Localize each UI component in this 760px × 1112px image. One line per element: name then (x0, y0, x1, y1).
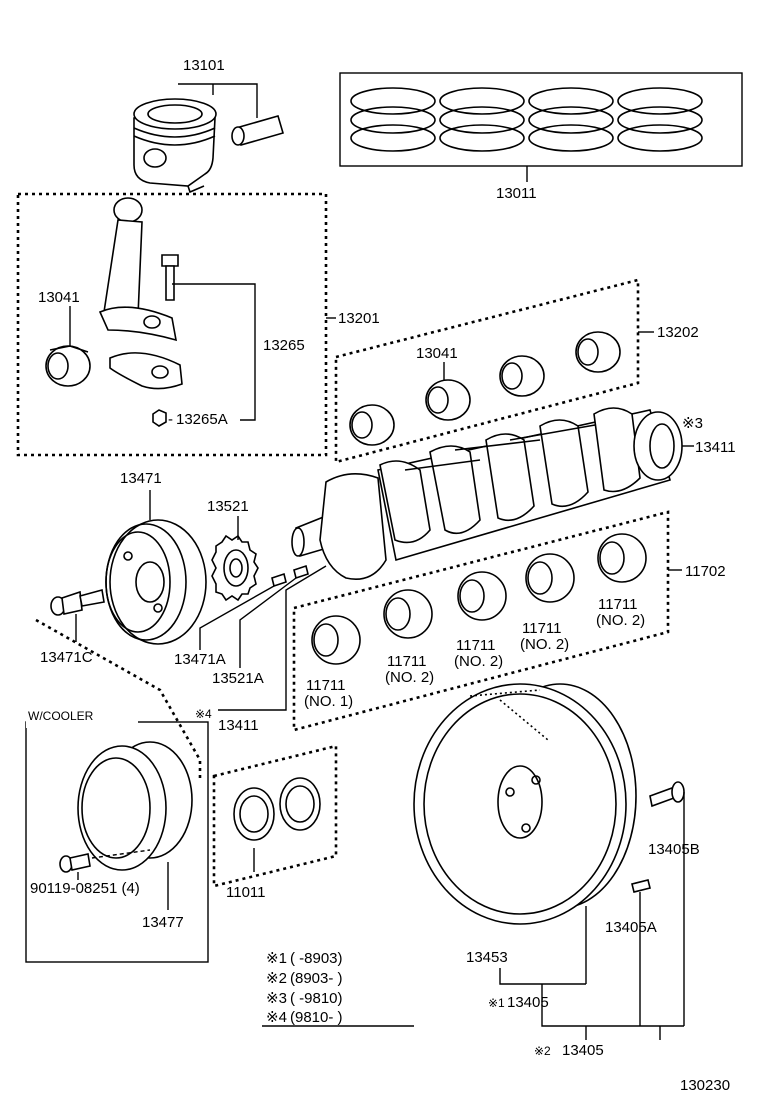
crank-pulley (105, 519, 207, 645)
label-13011: 13011 (496, 185, 537, 202)
label-mb4: 11711 (522, 620, 562, 637)
label-mb1: 11711 (306, 677, 346, 694)
label-13411-3: 13411 (695, 439, 736, 456)
label-13521: 13521 (207, 498, 249, 515)
timing-gear (211, 534, 259, 602)
mark-1-flywheel: ※1 (488, 996, 505, 1010)
label-13201: 13201 (338, 310, 380, 327)
mark-4: ※4 (195, 707, 212, 721)
notes: ※1 ( -8903) ※2 (8903- ) ※3 ( -9810) ※4 (… (262, 950, 414, 1027)
label-13521a: 13521A (212, 670, 264, 687)
note-2-mark: ※2 (266, 970, 287, 987)
label-13041-left: 13041 (38, 289, 80, 306)
label-13405b: 13405B (648, 841, 700, 858)
key-13521a (271, 572, 287, 588)
piston-rings (350, 87, 703, 152)
label-mb2: 11711 (387, 653, 427, 670)
note-4-mark: ※4 (266, 1009, 287, 1026)
note-2-text: (8903- ) (290, 970, 343, 987)
conrod-nut (152, 409, 167, 427)
rings-box (339, 72, 743, 167)
label-90119: 90119-08251 (4) (30, 880, 140, 897)
label-mb1-no: (NO. 1) (304, 693, 353, 710)
label-13265: 13265 (263, 337, 305, 354)
label-13101: 13101 (183, 57, 225, 74)
label-13477: 13477 (142, 914, 184, 931)
label-w-cooler: W/COOLER (28, 709, 94, 723)
label-mb3: 11711 (456, 637, 496, 654)
mark-2-flywheel: ※2 (534, 1044, 551, 1058)
label-mb5-no: (NO. 2) (596, 612, 645, 629)
label-11011: 11011 (226, 884, 266, 901)
label-mb2-no: (NO. 2) (385, 669, 434, 686)
piston-pin (231, 115, 284, 146)
piston (133, 98, 217, 194)
conrod-bolt (161, 254, 179, 301)
flywheel (413, 683, 637, 925)
main-bearings (311, 533, 647, 665)
svg-text:-: - (168, 411, 173, 428)
note-1-text: ( -8903) (290, 950, 343, 967)
crankshaft (291, 407, 683, 580)
cooler-pulley (77, 741, 193, 871)
key-13471a (293, 564, 309, 580)
label-13041-mid: 13041 (416, 345, 458, 362)
bearing-set-box (334, 278, 640, 464)
label-13471a: 13471A (174, 651, 226, 668)
main-bearing-box (292, 510, 670, 732)
label-13471c: 13471C (40, 649, 93, 666)
flywheel-bolt (649, 781, 685, 808)
thrust-washers (233, 777, 321, 841)
label-13471: 13471 (120, 470, 162, 487)
label-13265a: 13265A (176, 411, 228, 428)
note-3-text: ( -9810) (290, 990, 343, 1007)
conrod-box (16, 192, 328, 457)
mark-3: ※3 (682, 415, 703, 432)
label-13405a: 13405A (605, 919, 657, 936)
conrod-bearing (45, 345, 91, 387)
connecting-rod (98, 197, 183, 390)
cooler-pulley-bolt (59, 853, 91, 873)
note-4-text: (9810- ) (290, 1009, 343, 1026)
label-13202: 13202 (657, 324, 699, 341)
label-11702: 11702 (685, 563, 726, 580)
pulley-bolt (50, 588, 105, 616)
label-mb3-no: (NO. 2) (454, 653, 503, 670)
label-13411-4: 13411 (218, 717, 259, 734)
figure-code: 130230 (680, 1077, 730, 1094)
conrod-bearings-set (349, 331, 621, 446)
note-1-mark: ※1 (266, 950, 287, 967)
label-13405-2: 13405 (562, 1042, 604, 1059)
note-3-mark: ※3 (266, 990, 287, 1007)
label-13405-1: 13405 (507, 994, 549, 1011)
cooler-leader (35, 618, 202, 780)
label-mb4-no: (NO. 2) (520, 636, 569, 653)
label-mb5: 11711 (598, 596, 638, 613)
flywheel-pin (631, 879, 651, 893)
label-13453: 13453 (466, 949, 508, 966)
